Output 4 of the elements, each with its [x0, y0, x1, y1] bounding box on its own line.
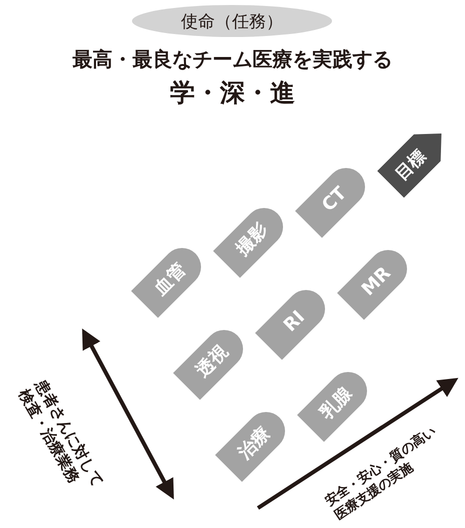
motto: 学・深・進: [169, 77, 296, 109]
axis-label: 患者さんに対して検査・治療業務: [14, 376, 108, 492]
mission-oval: 使命（任務）: [132, 5, 332, 37]
heading: 最高・最良なチーム医療を実践する: [72, 46, 394, 73]
